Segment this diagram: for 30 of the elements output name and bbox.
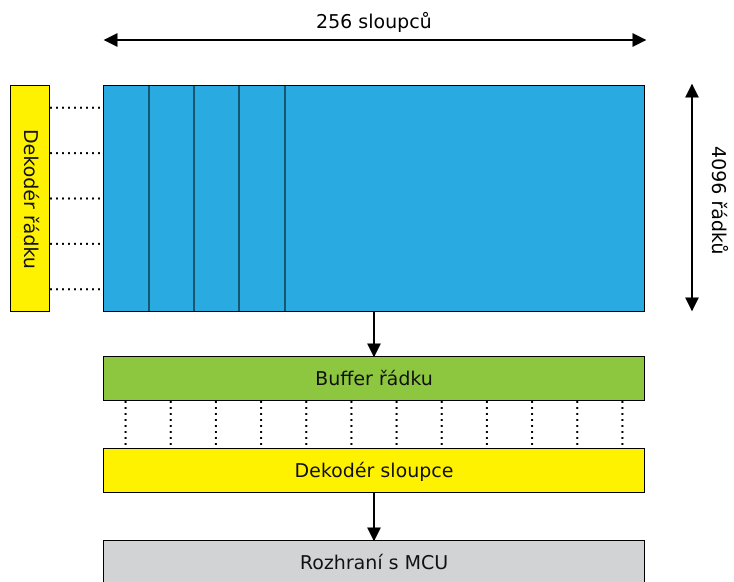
dotted-line	[350, 401, 352, 448]
dimension-label: 256 sloupců	[316, 11, 432, 33]
dotted-line	[440, 401, 443, 448]
dotted-line	[260, 401, 262, 448]
dotted-line	[50, 198, 103, 200]
dotted-line	[531, 401, 534, 448]
decoder-box	[103, 448, 645, 493]
dotted-line	[576, 401, 578, 448]
decoder-box	[10, 85, 50, 312]
arrow	[367, 493, 381, 542]
memory-array	[103, 85, 645, 312]
dotted-line	[486, 401, 488, 448]
dotted-line	[124, 401, 127, 448]
box-label: Rozhraní s MCU	[300, 552, 448, 574]
box-label: Dekodér řádku	[19, 128, 41, 268]
arrow	[367, 312, 381, 358]
dotted-line	[50, 152, 103, 154]
interface-box	[103, 540, 645, 582]
buffer-box	[103, 356, 645, 401]
box-label: Dekodér sloupce	[294, 460, 454, 482]
dotted-line	[50, 106, 103, 109]
dotted-line	[214, 401, 217, 448]
dotted-line	[396, 401, 398, 448]
dotted-line	[305, 401, 308, 448]
dotted-line	[170, 401, 172, 448]
box-label: Buffer řádku	[315, 368, 433, 390]
dotted-line	[50, 242, 103, 245]
dotted-line	[621, 401, 624, 448]
dotted-line	[50, 288, 103, 290]
dimension-label: 4096 řádků	[707, 146, 729, 254]
